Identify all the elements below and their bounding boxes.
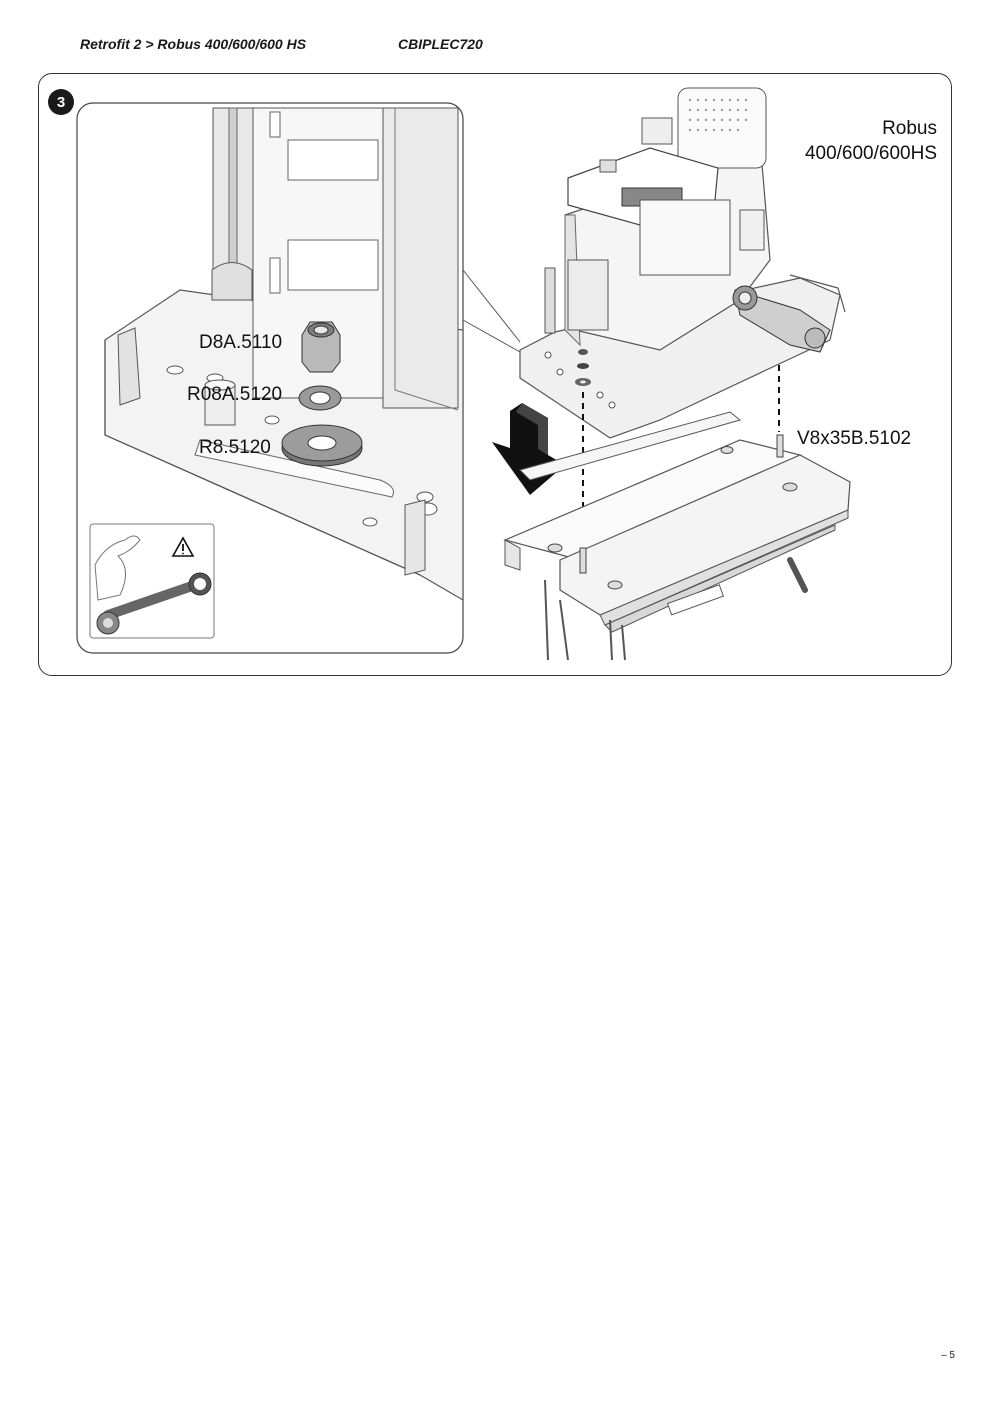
page-number: – 5 [941,1350,955,1361]
down-arrow-icon [492,403,565,495]
document-code: CBIPLEC720 [398,36,483,52]
foundation-plate [503,411,851,661]
motor-unit [519,87,846,439]
detail-inset [76,102,521,654]
step-number-badge: 3 [48,89,74,115]
nut-label: D8A.5110 [199,332,283,353]
stud-bolt-label: V8x35B.5102 [797,428,912,449]
product-name-line1: Robus [882,118,937,139]
flat-washer-label: R8.5120 [199,437,271,458]
product-name-line2: 400/600/600HS [804,143,937,164]
warning-triangle-icon [171,536,195,557]
assembly-illustration [76,87,851,661]
spring-washer-label: R08A.5120 [187,384,283,405]
flat-washer-part [281,424,363,467]
spring-washer-part [298,385,342,411]
product-name-label: Robus 400/600/600HS [805,116,937,166]
nut-part [301,321,341,373]
wrench-icon [96,572,212,635]
figure-frame [38,73,952,676]
torque-warning-box [89,523,215,639]
breadcrumb: Retrofit 2 > Robus 400/600/600 HS [80,36,307,52]
